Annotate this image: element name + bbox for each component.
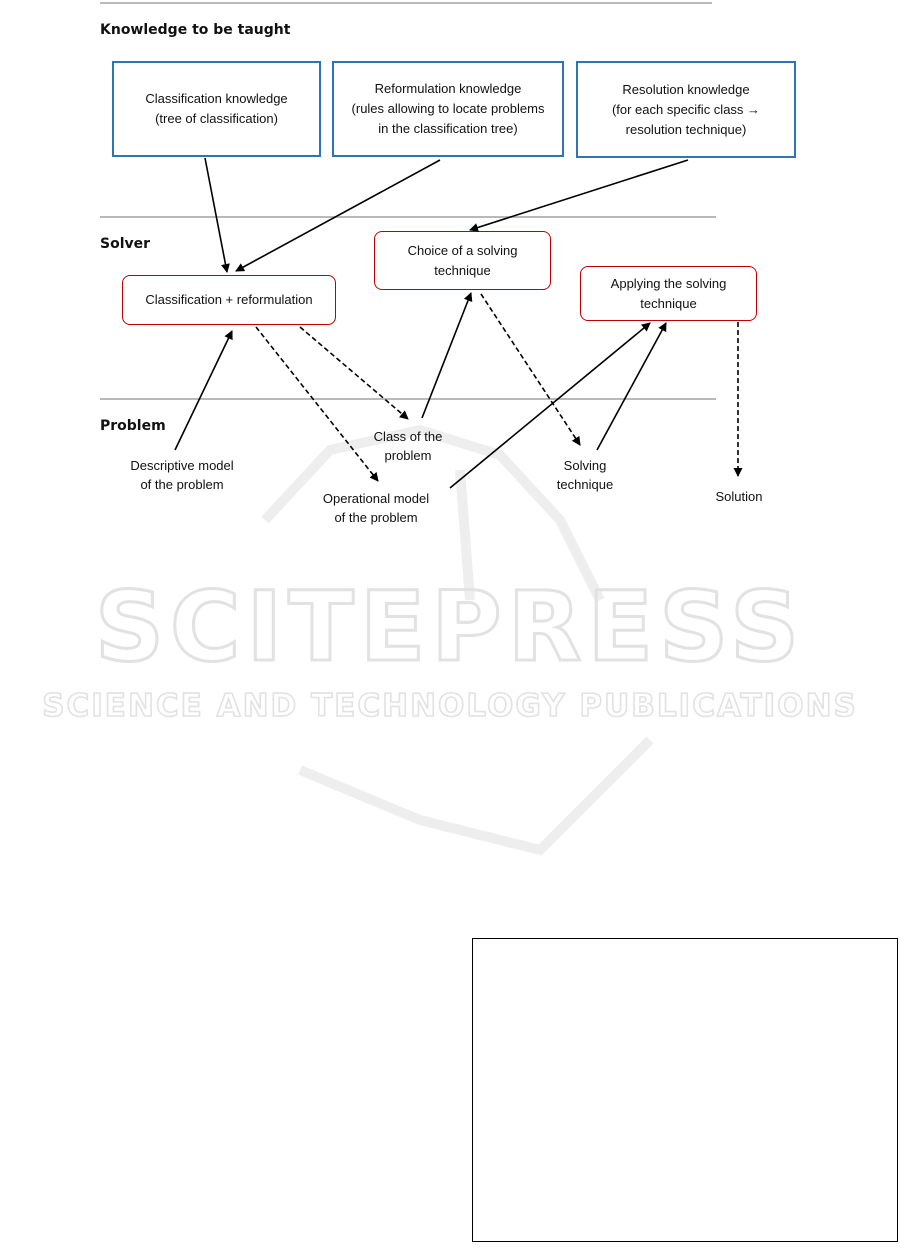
section-title-solver: Solver [100, 236, 151, 252]
section-title-knowledge: Knowledge to be taught [100, 22, 291, 38]
classification-reformulation-box: Classification + reformulation [122, 275, 336, 325]
arrow-operational-model-to-applying [449, 322, 651, 489]
dashed-arrow-choice-to-solving-technique [480, 293, 581, 446]
box-line: (tree of classification) [155, 111, 278, 126]
choice-of-solving-technique-box: Choice of a solving technique [374, 231, 551, 290]
label-line: Descriptive model [130, 458, 234, 473]
empty-frame [472, 938, 898, 1242]
section-title-problem: Problem [100, 418, 166, 434]
box-line: Applying the solving [610, 275, 727, 291]
box-line: resolution technique) [625, 121, 747, 137]
label-line: Operational model [322, 491, 430, 506]
arrow-descriptive-model-to-classification [174, 330, 233, 451]
box-line: Resolution knowledge [622, 81, 750, 97]
box-line: Reformulation knowledge [374, 81, 522, 96]
classification-knowledge-box: Classification knowledge (tree of classi… [112, 61, 321, 157]
box-line: in the classification tree) [378, 121, 518, 136]
box-line: technique [640, 295, 697, 311]
box-line: Classification + reformulation [145, 292, 313, 307]
dashed-arrow-classification-to-class [299, 326, 409, 420]
class-of-problem-label: Class of the problem [355, 427, 461, 465]
arrow-resolution-knowledge-to-choice [469, 159, 689, 232]
resolution-knowledge-box: Resolution knowledge (for each specific … [576, 61, 796, 158]
box-line: (for each specific class → [611, 101, 761, 117]
solving-technique-label: Solving technique [545, 456, 625, 494]
divider-problem [100, 398, 716, 400]
arrow-reformulation-knowledge-to-classification [235, 159, 441, 272]
arrow-class-to-choice [421, 292, 473, 419]
operational-model-label: Operational model of the problem [306, 489, 446, 527]
label-line: of the problem [140, 477, 224, 492]
divider-top [100, 2, 712, 4]
descriptive-model-label: Descriptive model of the problem [116, 456, 248, 494]
box-line: (rules allowing to locate problems [351, 101, 545, 116]
label-line: Solving [563, 458, 607, 473]
applying-solving-technique-box: Applying the solving technique [580, 266, 757, 321]
arrow-solving-technique-to-applying [596, 322, 667, 451]
solution-label: Solution [715, 489, 763, 504]
box-line: Classification knowledge [145, 91, 288, 106]
watermark-sub-text: SCIENCE AND TECHNOLOGY PUBLICATIONS [42, 688, 858, 724]
label-line: technique [556, 477, 614, 492]
label-line: of the problem [334, 510, 418, 525]
box-line: Choice of a solving [407, 242, 518, 258]
arrow-classification-knowledge-to-classification [204, 157, 230, 273]
reformulation-knowledge-box: Reformulation knowledge (rules allowing … [332, 61, 564, 157]
watermark-main-text: SCITEPRESS [95, 571, 805, 683]
box-line: technique [434, 262, 491, 278]
label-line: Class of the [373, 429, 443, 444]
dashed-arrow-classification-to-operational-model [255, 326, 379, 482]
divider-solver [100, 216, 716, 218]
label-line: problem [384, 448, 432, 463]
